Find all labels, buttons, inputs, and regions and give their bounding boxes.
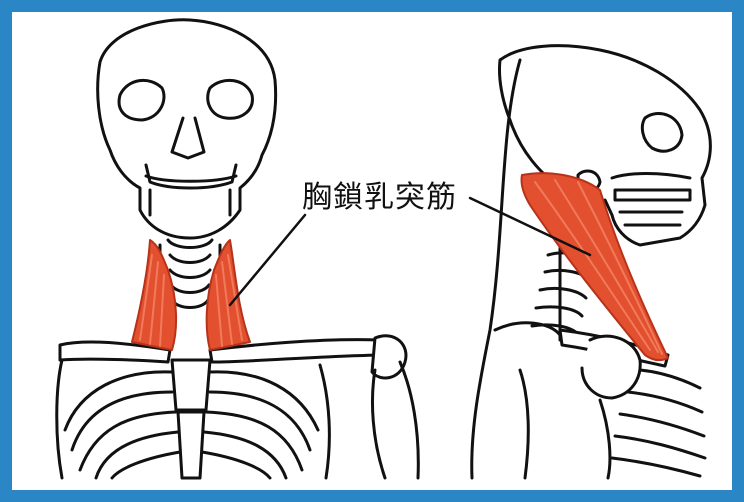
muscle-label: 胸鎖乳突筋 <box>302 172 457 216</box>
leader-line-front <box>230 215 305 305</box>
front-scm-muscles <box>132 240 250 350</box>
front-skull <box>98 20 276 238</box>
front-view-skeleton <box>57 20 419 478</box>
anatomy-illustration <box>12 12 732 490</box>
